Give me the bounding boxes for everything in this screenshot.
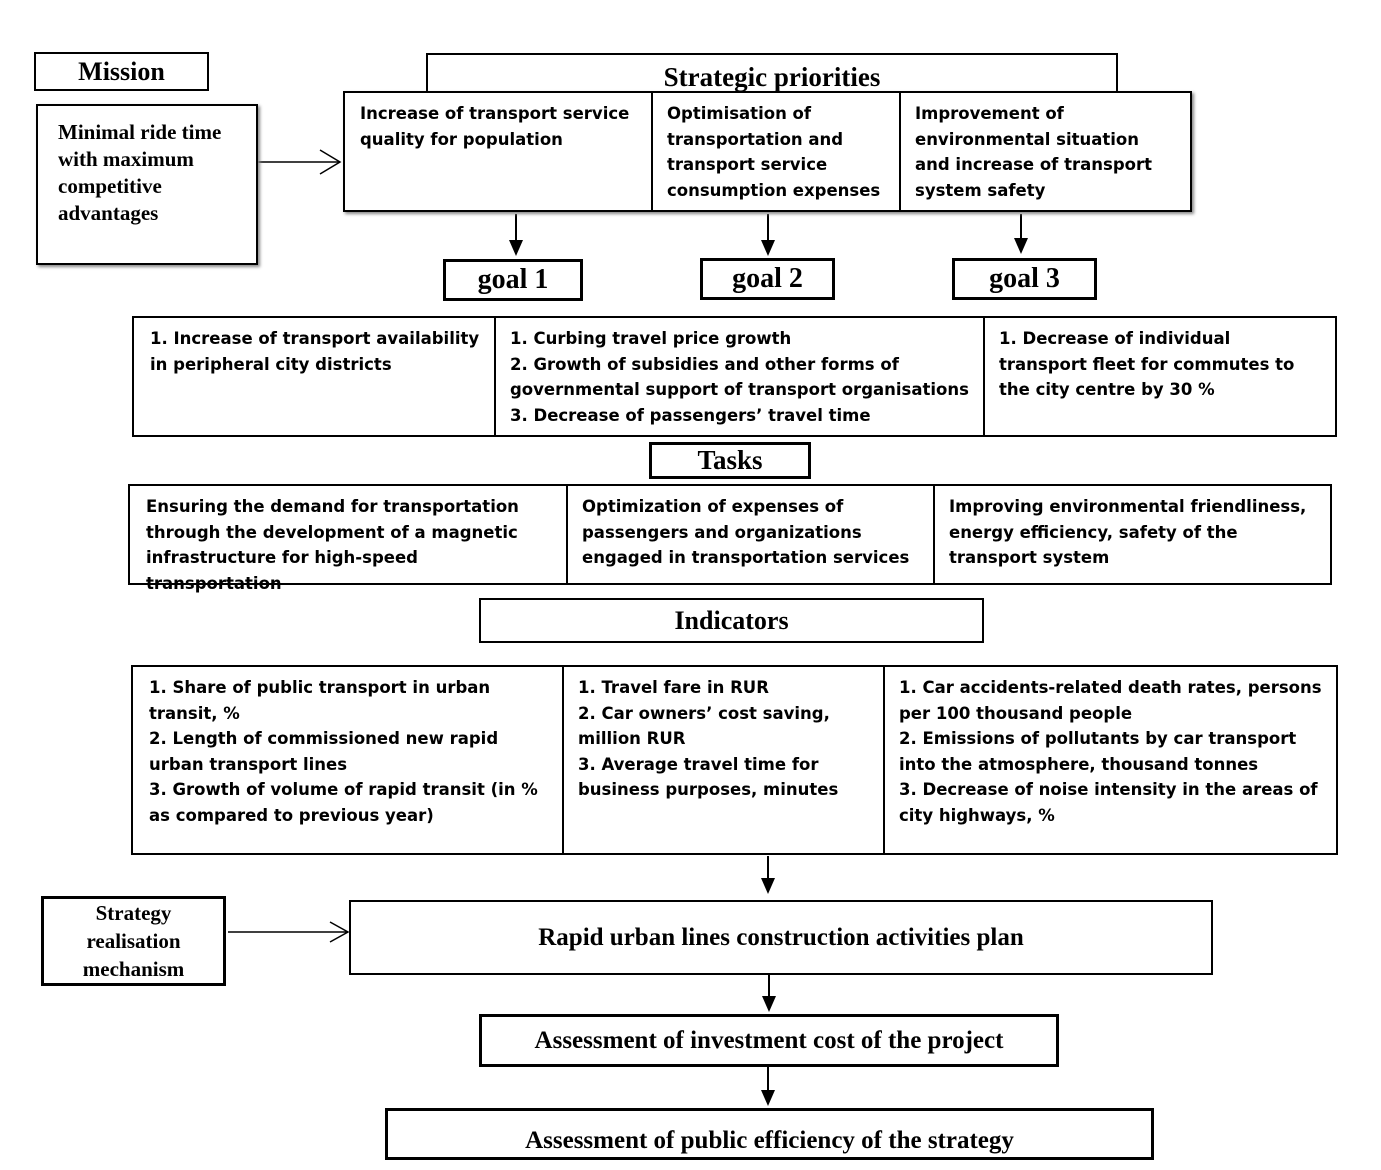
priority-2: Optimisation of transportation and trans… [653,93,900,211]
task-2: Optimization of expenses of passengers a… [568,486,934,579]
efficiency-text: Assessment of public efficiency of the s… [525,1127,1014,1154]
tasks-label-text: Tasks [697,445,763,475]
mission-text: Minimal ride time with maximum competiti… [58,120,222,225]
goal-2-label: goal 2 [700,258,835,300]
task-1: Ensuring the demand for transportation t… [130,486,566,604]
indicators-label: Indicators [479,598,984,643]
goal-3-label: goal 3 [952,258,1097,300]
plan-text: Rapid urban lines construction activitie… [538,923,1024,951]
mechanism-text: Strategy realisation mechanism [82,901,185,981]
priorities-title-text: Strategic priorities [663,61,881,92]
indicator-group-3: 1. Car accidents-related death rates, pe… [885,667,1336,836]
indicator-2-2: 2. Car owners’ cost saving, million RUR [578,703,830,749]
goal-3-item-1: 1. Decrease of individual transport flee… [999,329,1295,399]
priority-to-goal-arrows [509,214,1028,256]
tasks-label: Tasks [649,442,811,479]
indicators-row: 1. Share of public transport in urban tr… [131,665,1338,855]
indicator-2-1: 1. Travel fare in RUR [578,678,769,697]
indicator-3-1: 1. Car accidents-related death rates, pe… [899,678,1322,723]
goal-2-item-3: 3. Decrease of passengers’ travel time [510,405,871,425]
priority-3: Improvement of environmental situation a… [901,93,1191,211]
goal-2-item-1: 1. Curbing travel price growth [510,329,792,348]
priorities-row: Increase of transport service quality fo… [343,91,1192,212]
task-3: Improving environmental friendliness, en… [935,486,1330,579]
task-3-text: Improving environmental friendliness, en… [949,497,1307,567]
indicators-to-plan-arrow [761,856,775,894]
goal-2-items: 1. Curbing travel price growth 2. Growth… [496,318,983,436]
indicator-1-1: 1. Share of public transport in urban tr… [149,678,491,723]
investment-box: Assessment of investment cost of the pro… [479,1014,1059,1067]
goal-3-label-text: goal 3 [989,263,1060,294]
goal-3-items: 1. Decrease of individual transport flee… [985,318,1335,411]
goal-1-item-1: 1. Increase of transport availability in… [150,329,480,374]
mission-label-text: Mission [78,56,165,86]
mission-to-priorities-arrow [258,149,342,175]
priority-1: Increase of transport service quality fo… [345,93,651,160]
mechanism-to-plan-arrow [228,921,350,943]
mission-label: Mission [34,52,209,91]
goal-2-item-2: 2. Growth of subsidies and other forms o… [510,354,969,400]
task-2-text: Optimization of expenses of passengers a… [582,497,910,567]
plan-box: Rapid urban lines construction activitie… [349,900,1213,975]
goal-1-items: 1. Increase of transport availability in… [134,318,494,385]
mechanism-box: Strategy realisation mechanism [41,896,226,986]
tasks-row: Ensuring the demand for transportation t… [128,484,1332,593]
mission-box: Minimal ride time with maximum competiti… [36,104,258,265]
priorities-title: Strategic priorities [426,53,1118,93]
goal-1-label: goal 1 [443,259,583,301]
priority-2-text: Optimisation of transportation and trans… [667,104,881,200]
task-1-text: Ensuring the demand for transportation t… [146,497,519,593]
indicator-group-2: 1. Travel fare in RUR 2. Car owners’ cos… [564,667,883,811]
indicator-2-3: 3. Average travel time for business purp… [578,754,839,800]
indicator-1-2: 2. Length of commissioned new rapid urba… [149,729,499,774]
plan-to-investment-arrow [762,975,776,1012]
indicator-3-2: 2. Emissions of pollutants by car transp… [899,729,1297,774]
priority-1-text: Increase of transport service quality fo… [360,104,630,149]
investment-to-efficiency-arrow [761,1066,775,1106]
efficiency-box: Assessment of public efficiency of the s… [385,1108,1154,1160]
indicator-3-3: 3. Decrease of noise intensity in the ar… [899,780,1318,825]
goals-row: 1. Increase of transport availability in… [132,316,1337,437]
indicator-1-3: 3. Growth of volume of rapid transit (in… [149,780,538,825]
indicator-group-1: 1. Share of public transport in urban tr… [133,667,562,836]
indicators-label-text: Indicators [674,605,789,635]
goal-2-label-text: goal 2 [732,263,803,294]
goal-1-label-text: goal 1 [477,264,549,295]
investment-text: Assessment of investment cost of the pro… [534,1026,1004,1054]
priority-3-text: Improvement of environmental situation a… [915,104,1152,200]
